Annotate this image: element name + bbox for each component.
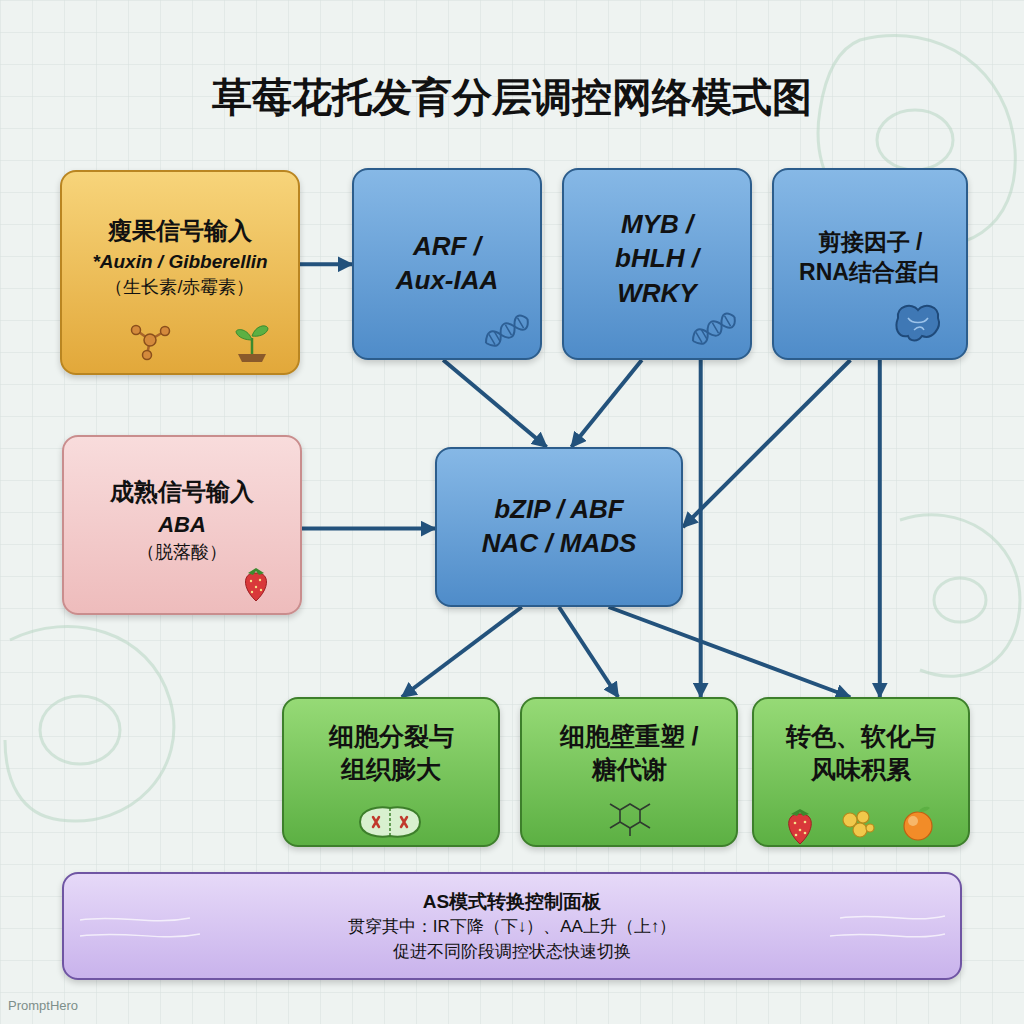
peach-icon bbox=[904, 807, 932, 840]
process-box: 剪接因子 / RNA结合蛋白 bbox=[772, 168, 968, 360]
strawberry-icon bbox=[789, 809, 812, 844]
connector-arrow bbox=[699, 360, 703, 697]
box-text: （生长素/赤霉素） bbox=[105, 276, 254, 300]
connector-arrow bbox=[302, 527, 435, 531]
process-box: 瘦果信号输入*Auxin / Gibberellin（生长素/赤霉素） bbox=[60, 170, 300, 375]
box-heading: 剪接因子 / RNA结合蛋白 bbox=[782, 227, 958, 288]
connector-arrow bbox=[300, 262, 352, 266]
box-heading: AS模式转换控制面板 bbox=[423, 889, 601, 914]
diagram-title: 草莓花托发育分层调控网络模式图 bbox=[0, 70, 1024, 125]
control-panel: AS模式转换控制面板贯穿其中：IR下降（下↓）、AA上升（上↑） 促进不同阶段调控… bbox=[62, 872, 962, 980]
strawberry-icon bbox=[245, 568, 266, 601]
sprout-icon bbox=[236, 326, 268, 362]
process-box: 细胞分裂与 组织膨大 bbox=[282, 697, 500, 847]
process-box: ARF / Aux-IAA bbox=[352, 168, 542, 360]
process-box: 成熟信号输入ABA（脱落酸） bbox=[62, 435, 302, 615]
box-text: ABA bbox=[158, 510, 206, 539]
box-heading: ARF / Aux-IAA bbox=[387, 229, 507, 298]
connector-arrow bbox=[609, 607, 851, 697]
watermark: PromptHero bbox=[8, 998, 78, 1013]
connector-arrow bbox=[559, 607, 618, 697]
box-heading: 细胞分裂与 组织膨大 bbox=[292, 720, 490, 786]
box-heading: 瘦果信号输入 bbox=[108, 215, 252, 247]
process-box: 转色、软化与 风味积累 bbox=[752, 697, 970, 847]
flavor-compound-icon bbox=[843, 811, 874, 837]
molecule-structure-icon bbox=[610, 804, 650, 836]
cell-division-icon bbox=[360, 807, 420, 836]
box-heading: 转色、软化与 风味积累 bbox=[762, 720, 960, 786]
process-box: MYB / bHLH / WRKY bbox=[562, 168, 752, 360]
box-text: *Auxin / Gibberellin bbox=[92, 249, 267, 274]
box-text: 贯穿其中：IR下降（下↓）、AA上升（上↑） bbox=[348, 916, 677, 938]
connector-arrow bbox=[683, 360, 850, 527]
dna-icon bbox=[482, 313, 531, 350]
box-heading: 细胞壁重塑 / 糖代谢 bbox=[530, 720, 728, 786]
box-heading: MYB / bHLH / WRKY bbox=[602, 207, 712, 310]
dna-icon bbox=[689, 311, 738, 348]
box-text: 促进不同阶段调控状态快速切换 bbox=[393, 941, 631, 963]
process-box: bZIP / ABF NAC / MADS bbox=[435, 447, 683, 607]
flow-lines bbox=[80, 916, 945, 937]
molecule-icon bbox=[132, 326, 170, 360]
connector-arrow bbox=[402, 607, 522, 697]
process-box: 细胞壁重塑 / 糖代谢 bbox=[520, 697, 738, 847]
connector-arrow bbox=[571, 360, 641, 447]
connector-arrow bbox=[878, 360, 882, 697]
box-heading: bZIP / ABF NAC / MADS bbox=[477, 492, 642, 561]
box-text: （脱落酸） bbox=[137, 541, 227, 565]
protein-icon bbox=[896, 306, 938, 341]
connector-arrow bbox=[443, 360, 546, 447]
box-heading: 成熟信号输入 bbox=[110, 476, 254, 508]
